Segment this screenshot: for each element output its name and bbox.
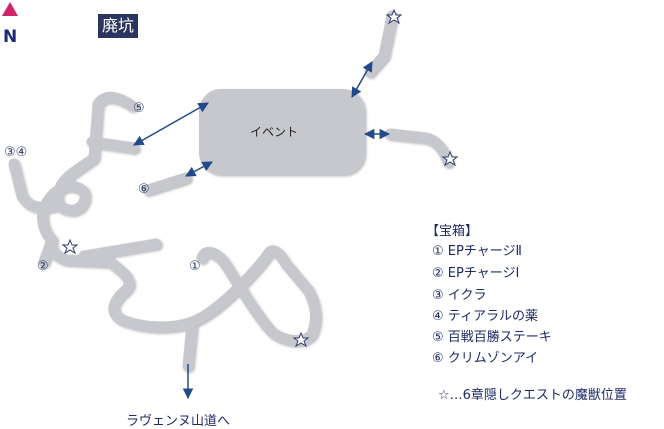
legend-item: ② EPチャージⅠ	[432, 266, 520, 281]
corridor-exit	[182, 318, 198, 372]
corridor-center-loop	[104, 245, 321, 347]
corridor-branch-34	[8, 158, 60, 214]
star-icon	[292, 331, 310, 348]
exit-label: ラヴェンヌ山道へ	[126, 414, 231, 429]
legend-item: ⑥ クリムゾンアイ	[432, 351, 539, 366]
legend-item: ③ イクラ	[432, 288, 487, 303]
legend-title: 【宝箱】	[426, 224, 479, 239]
star-icon	[441, 150, 459, 167]
event-room-label: イベント	[250, 125, 299, 139]
legend-item: ① EPチャージⅡ	[432, 244, 522, 259]
corridor-branch-5	[86, 136, 140, 154]
north-arrow-icon	[2, 2, 18, 16]
corridor-6	[142, 172, 192, 196]
corridor-east	[384, 128, 454, 168]
legend-item: ⑤ 百戦百勝ステーキ	[432, 330, 552, 345]
legend-item: ④ ティアラルの薬	[432, 309, 539, 324]
star-icon	[385, 8, 403, 25]
corridor-ne	[364, 10, 398, 78]
marker-1: ①	[189, 259, 201, 274]
star-markers	[61, 8, 459, 348]
connection-arrows	[133, 61, 391, 400]
marker-6: ⑥	[138, 182, 150, 197]
marker-5: ⑤	[133, 101, 145, 116]
corridor-branch-2	[38, 234, 58, 268]
arrow-room-to-5	[133, 102, 209, 146]
marker-34: ③④	[4, 145, 28, 160]
map-title: 廃坑	[98, 14, 139, 38]
corridor-east-spur	[78, 238, 162, 262]
legend-note: ☆…6章隠しクエストの魔獣位置	[438, 388, 627, 403]
arrow-room-to-ne	[351, 61, 373, 98]
arrow-room-to-6	[185, 161, 213, 177]
north-label: N	[3, 27, 18, 47]
event-room	[199, 89, 365, 175]
star-icon	[61, 238, 79, 255]
corridors	[8, 10, 454, 372]
marker-2: ②	[37, 259, 49, 274]
